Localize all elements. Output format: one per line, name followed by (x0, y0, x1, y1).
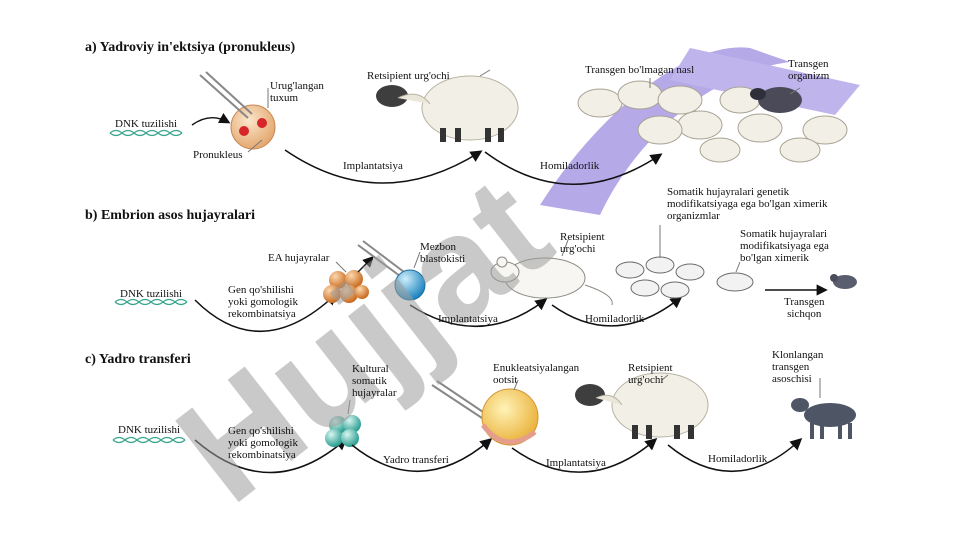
dna-helix-icon-a (109, 129, 183, 137)
arrow-recomb-b (194, 292, 338, 332)
leader-pronucleus (247, 139, 263, 153)
leader-transgenic (789, 87, 801, 95)
sheep-offspring-flock-icon (577, 80, 848, 163)
leader-recipient-a (479, 69, 491, 77)
cultured-somatic-cells-icon (325, 415, 361, 447)
label-b-dna: DNK tuzilishi (120, 288, 183, 300)
label-b-chimeric-one: Somatik hujayralari modifikatsiyaga ega … (740, 228, 829, 264)
sheep-recipient-icon-a (376, 75, 519, 142)
label-c-transfer: Yadro transferi (383, 454, 449, 466)
leader-chimeric-one (735, 261, 741, 273)
label-a-nontransgenic: Transgen bo'lmagan nasl (585, 64, 695, 76)
mouse-recipient-icon (490, 256, 613, 306)
watermark-text: Hujjat (147, 145, 579, 534)
label-a-egg: Urug'langan tuxum (270, 80, 324, 104)
label-b-implant: Implantatsiya (438, 313, 498, 325)
chimeric-mouse-icon (716, 272, 754, 292)
micropipette-icon-a (199, 71, 253, 119)
label-b-transgenic-mouse: Transgen sichqon (784, 296, 825, 320)
leader-cultured (347, 399, 351, 415)
chimeric-mice-group-icon (615, 256, 705, 299)
arrow-nuclear-transfer (351, 438, 493, 473)
micropipette-icon-c (431, 380, 490, 421)
micropipette-icon-b (357, 240, 405, 277)
label-a-pregnancy: Homiladorlik (540, 160, 600, 172)
label-c-implant: Implantatsiya (546, 457, 606, 469)
label-c-recipient: Retsipient urg'ochi (628, 362, 673, 386)
dna-helix-icon-b (114, 298, 188, 306)
arrow-dna-to-egg (191, 113, 231, 126)
label-c-recomb: Gen qo'shilishi yoki gomologik rekombina… (228, 425, 298, 461)
label-c-oocyte: Enukleatsiyalangan ootsit (493, 362, 580, 386)
label-c-clone: Klonlangan transgen asoschisi (772, 349, 824, 385)
transgenic-mouse-icon (830, 274, 857, 289)
label-b-pregnancy: Homiladorlik (585, 313, 645, 325)
label-c-cultured: Kultural somatik hujayralar (352, 363, 397, 399)
label-a-dna: DNK tuzilishi (115, 118, 178, 130)
leader-oocyte (513, 379, 519, 391)
fertilized-egg-icon (230, 104, 276, 150)
dna-helix-icon-c (112, 436, 186, 444)
arrow-implantation-b (409, 298, 548, 328)
label-c-pregnancy: Homiladorlik (708, 453, 768, 465)
label-b-recipient: Retsipient urg'ochi (560, 231, 605, 255)
cloned-transgenic-lamb-icon (791, 398, 856, 439)
label-b-chimeric-many: Somatik hujayralari genetik modifikatsiy… (667, 186, 828, 222)
oocyte-zona (480, 423, 537, 445)
arrow-recomb-c (194, 438, 348, 474)
arrow-implantation-a (284, 149, 483, 184)
leader-recipient-c (661, 374, 669, 381)
label-b-es-cells: EA hujayralar (268, 252, 330, 264)
label-c-dna: DNK tuzilishi (118, 424, 181, 436)
host-blastocyst-icon (394, 269, 426, 301)
arrow-pregnancy-c (667, 437, 803, 473)
label-a-pronucleus: Pronukleus (193, 149, 243, 161)
label-b-host: Mezbon blastokisti (420, 241, 466, 265)
es-cells-icon (323, 270, 369, 303)
arrow-implantation-c (511, 438, 658, 473)
leader-es-cells (335, 261, 347, 273)
leader-recipient-b (561, 239, 569, 257)
label-b-recomb: Gen qo'shilishi yoki gomologik rekombina… (228, 284, 298, 320)
arrow-pregnancy-b (551, 296, 683, 327)
arrow-es-to-blastocyst (357, 256, 374, 273)
section-b-title: b) Embrion asos hujayralari (85, 208, 255, 223)
section-c-title: c) Yadro transferi (85, 352, 191, 367)
arrow-pregnancy-a (484, 151, 663, 185)
violet-ribbon (540, 47, 860, 215)
label-a-transgenic: Transgen organizm (788, 58, 830, 82)
sheep-recipient-icon-c (575, 372, 709, 439)
label-a-implant: Implantatsiya (343, 160, 403, 172)
leader-host (413, 251, 421, 269)
enucleated-oocyte-icon (481, 388, 539, 446)
label-a-recipient: Retsipient urg'ochi (367, 70, 450, 82)
section-a-title: a) Yadroviy in'ektsiya (pronukleus) (85, 40, 296, 55)
